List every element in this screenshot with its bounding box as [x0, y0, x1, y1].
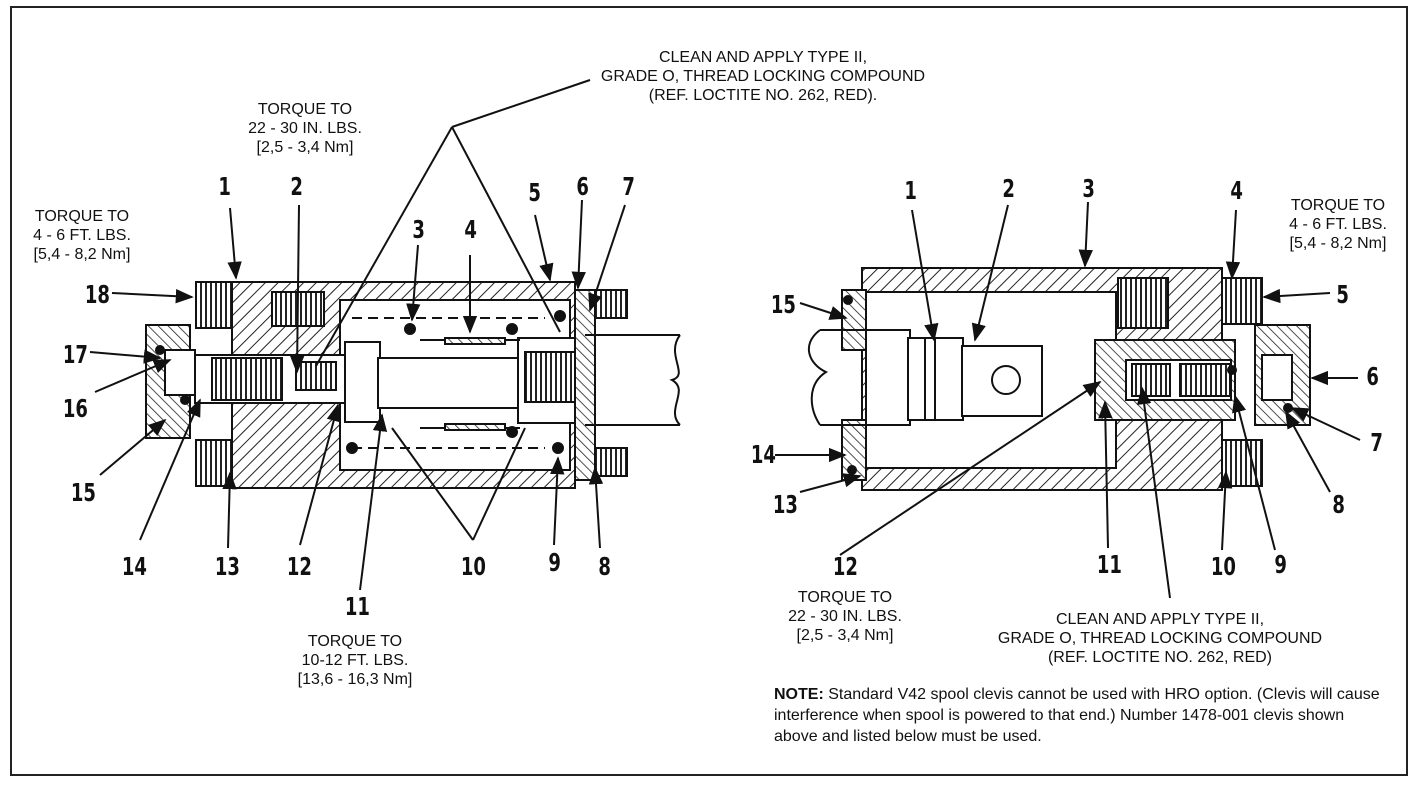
callout-right-11: 11 [1096, 550, 1122, 579]
callout-left-18: 18 [84, 280, 110, 309]
callout-left-10: 10 [460, 552, 486, 581]
right-loctite-note: CLEAN AND APPLY TYPE II, GRADE O, THREAD… [930, 610, 1390, 667]
left-loctite-note: CLEAN AND APPLY TYPE II, GRADE O, THREAD… [548, 48, 978, 105]
callout-right-5: 5 [1336, 280, 1349, 309]
left-torque-top: TORQUE TO 22 - 30 IN. LBS. [2,5 - 3,4 Nm… [230, 100, 380, 157]
rloctite-line-1: CLEAN AND APPLY TYPE II, [1055, 611, 1265, 628]
callout-left-2: 2 [290, 172, 303, 201]
loctite-line-3: (REF. LOCTITE NO. 262, RED). [648, 87, 878, 104]
callout-left-5: 5 [528, 178, 541, 207]
callout-left-11: 11 [344, 592, 370, 621]
left-torque-left: TORQUE TO 4 - 6 FT. LBS. [5,4 - 8,2 Nm] [12, 207, 152, 264]
callout-right-14: 14 [750, 440, 776, 469]
note-body: Standard V42 spool clevis cannot be used… [774, 686, 1380, 745]
callout-left-6: 6 [576, 172, 589, 201]
callout-right-4: 4 [1230, 176, 1243, 205]
torque-left-line-2: 4 - 6 FT. LBS. [33, 227, 131, 244]
rloctite-line-3: (REF. LOCTITE NO. 262, RED) [1047, 649, 1273, 666]
torque-top-line-1: TORQUE TO [257, 101, 353, 118]
callout-left-1: 1 [218, 172, 231, 201]
callout-left-16: 16 [62, 394, 88, 423]
torque-left-line-3: [5,4 - 8,2 Nm] [33, 246, 131, 263]
callout-right-8: 8 [1332, 490, 1345, 519]
callout-left-12: 12 [286, 552, 312, 581]
left-torque-bottom: TORQUE TO 10-12 FT. LBS. [13,6 - 16,3 Nm… [270, 632, 440, 689]
torque-rb-line-3: [2,5 - 3,4 Nm] [796, 627, 894, 644]
torque-left-line-1: TORQUE TO [34, 208, 130, 225]
right-torque-right: TORQUE TO 4 - 6 FT. LBS. [5,4 - 8,2 Nm] [1268, 196, 1408, 253]
note-label: NOTE: [774, 686, 824, 703]
right-leaders [775, 201, 1361, 599]
callout-right-7: 7 [1370, 428, 1383, 457]
callout-left-14: 14 [121, 552, 147, 581]
callout-right-9: 9 [1274, 550, 1287, 579]
rloctite-line-2: GRADE O, THREAD LOCKING COMPOUND [997, 630, 1323, 647]
callout-right-1: 1 [904, 176, 917, 205]
callout-right-10: 10 [1210, 552, 1236, 581]
callout-left-13: 13 [214, 552, 240, 581]
torque-right-line-2: 4 - 6 FT. LBS. [1289, 216, 1387, 233]
torque-rb-line-1: TORQUE TO [797, 589, 893, 606]
callout-left-8: 8 [598, 552, 611, 581]
loctite-line-2: GRADE O, THREAD LOCKING COMPOUND [600, 68, 926, 85]
torque-bottom-line-1: TORQUE TO [307, 633, 403, 650]
torque-bottom-line-3: [13,6 - 16,3 Nm] [297, 671, 413, 688]
callout-right-3: 3 [1082, 174, 1095, 203]
callout-left-17: 17 [62, 340, 88, 369]
callout-left-3: 3 [412, 215, 425, 244]
torque-rb-line-2: 22 - 30 IN. LBS. [788, 608, 902, 625]
torque-bottom-line-2: 10-12 FT. LBS. [301, 652, 409, 669]
callout-right-15: 15 [770, 290, 796, 319]
callout-right-13: 13 [772, 490, 798, 519]
callout-right-12: 12 [832, 552, 858, 581]
callout-left-9: 9 [548, 548, 561, 577]
callout-left-4: 4 [464, 215, 477, 244]
torque-right-line-3: [5,4 - 8,2 Nm] [1289, 235, 1387, 252]
diagram-frame [10, 6, 1408, 776]
right-assembly-view [808, 267, 1311, 491]
note-paragraph: NOTE: Standard V42 spool clevis cannot b… [774, 684, 1386, 747]
callout-right-2: 2 [1002, 174, 1015, 203]
left-leaders [89, 79, 626, 591]
torque-right-line-1: TORQUE TO [1290, 197, 1386, 214]
loctite-line-1: CLEAN AND APPLY TYPE II, [658, 49, 868, 66]
torque-top-line-2: 22 - 30 IN. LBS. [248, 120, 362, 137]
torque-top-line-3: [2,5 - 3,4 Nm] [256, 139, 354, 156]
callout-left-7: 7 [622, 172, 635, 201]
callout-left-15: 15 [70, 478, 96, 507]
right-torque-bottom: TORQUE TO 22 - 30 IN. LBS. [2,5 - 3,4 Nm… [760, 588, 930, 645]
callout-right-6: 6 [1366, 362, 1379, 391]
